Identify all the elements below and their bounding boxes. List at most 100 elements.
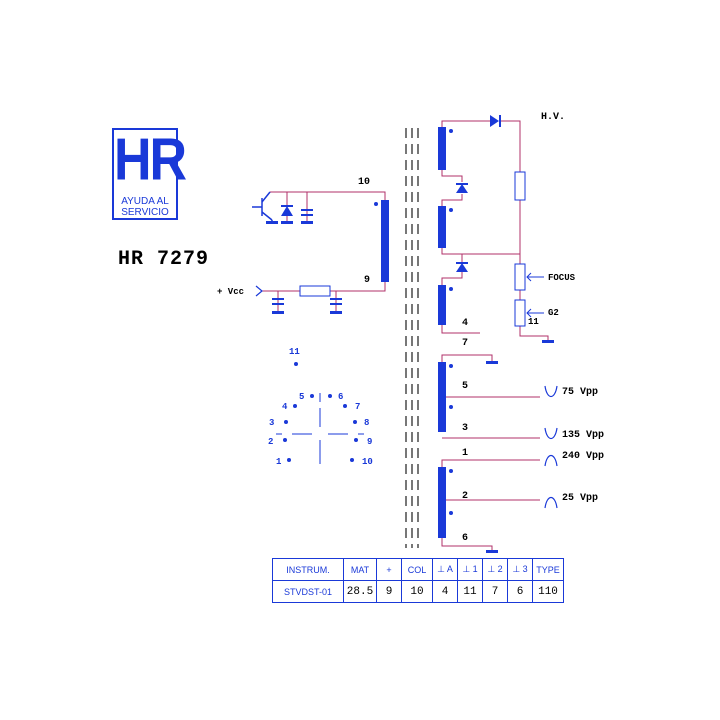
- g2-arrow: [526, 308, 544, 318]
- spec-header-plus: +: [376, 558, 402, 581]
- primary-dot: [374, 202, 378, 206]
- capacitor-ground: [301, 221, 313, 224]
- socket-pin-7: 7: [355, 402, 360, 412]
- spec-header-col: COL: [401, 558, 433, 581]
- socket-pin-3: 3: [269, 418, 274, 428]
- spec-header-ground-2: ⊥ 2: [482, 558, 508, 581]
- dot-1-6-a: [449, 469, 453, 473]
- lower-wiring: [441, 354, 540, 551]
- socket-pin-4: 4: [282, 402, 288, 412]
- pin9-label: 9: [364, 275, 370, 286]
- pulse-75-label: 75 Vpp: [562, 387, 598, 398]
- hv-dot-3: [449, 287, 453, 291]
- dot-1-6-b: [449, 511, 453, 515]
- spec-header-type: TYPE: [532, 558, 564, 581]
- spec-value-ground-3: 6: [507, 580, 533, 603]
- transistor-symbol: [252, 191, 273, 222]
- focus-arrow: [526, 272, 544, 282]
- spec-value-ground-2: 7: [482, 580, 508, 603]
- hv-winding-3: [438, 285, 446, 325]
- bleeder-resistor: [514, 171, 526, 201]
- g2-label: G2: [548, 308, 559, 318]
- ground-lower: [486, 550, 498, 553]
- socket-pin-11: 11: [289, 347, 300, 357]
- socket-pins: [283, 362, 358, 462]
- hv-wiring: [441, 120, 549, 340]
- spec-header-instrum: INSTRUM.: [272, 558, 344, 581]
- spec-value-instrum: STVDST-01: [272, 580, 344, 603]
- socket-pin-10: 10: [362, 457, 373, 467]
- focus-label: FOCUS: [548, 273, 576, 283]
- pulse-symbols: [544, 385, 558, 509]
- pulse-240-label: 240 Vpp: [562, 451, 604, 462]
- pin4-label: 4: [462, 318, 468, 329]
- spec-value-col: 10: [401, 580, 433, 603]
- pin5-label: 5: [462, 381, 468, 392]
- pin1-label: 1: [462, 448, 468, 459]
- hv-label: H.V.: [541, 112, 565, 123]
- socket-pin-2: 2: [268, 437, 273, 447]
- logo-line1: AYUDA AL: [121, 196, 169, 207]
- focus-resistor: [514, 263, 526, 291]
- socket-pin-9: 9: [367, 437, 372, 447]
- socket-pin-6: 6: [338, 392, 343, 402]
- dot-5-3-b: [449, 405, 453, 409]
- socket-crosshair: [276, 393, 364, 464]
- pin10-label: 10: [358, 177, 370, 188]
- spec-value-row: STVDST-01 28.5 9 10 4 11 7 6 110: [272, 580, 564, 603]
- logo-line2: SERVICIO: [121, 207, 169, 218]
- vcc-ground-2: [330, 311, 342, 314]
- pin6-label: 6: [462, 533, 468, 544]
- spec-value-ground-1: 11: [457, 580, 483, 603]
- model-number: HR 7279: [118, 248, 210, 271]
- spec-header-mat: MAT: [343, 558, 377, 581]
- pin7-label: 7: [462, 338, 468, 349]
- spec-table: INSTRUM. MAT + COL ⊥ A ⊥ 1 ⊥ 2 ⊥ 3 TYPE …: [272, 558, 564, 603]
- pin11-label-hv: 11: [528, 317, 539, 327]
- pin3-label: 3: [462, 423, 468, 434]
- primary-winding: [381, 200, 389, 282]
- pulse-135-label: 135 Vpp: [562, 430, 604, 441]
- logo-mark: HR: [114, 126, 187, 194]
- vcc-label: + Vcc: [217, 287, 244, 297]
- hv-diode-2: [456, 184, 468, 193]
- transformer-core: [405, 128, 419, 548]
- g2-resistor: [514, 299, 526, 327]
- spec-header-ground-3: ⊥ 3: [507, 558, 533, 581]
- spec-value-type: 110: [532, 580, 564, 603]
- pin2-label: 2: [462, 491, 468, 502]
- spec-value-plus: 9: [376, 580, 402, 603]
- spec-value-mat: 28.5: [343, 580, 377, 603]
- socket-pin-8: 8: [364, 418, 369, 428]
- spec-header-row: INSTRUM. MAT + COL ⊥ A ⊥ 1 ⊥ 2 ⊥ 3 TYPE: [272, 558, 564, 581]
- transistor-ground: [266, 221, 278, 224]
- winding-5-3: [438, 362, 446, 432]
- hv-diode-3: [456, 263, 468, 272]
- hv-dot-2: [449, 208, 453, 212]
- vcc-resistor: [299, 285, 331, 297]
- hr-logo: HR AYUDA AL SERVICIO: [112, 126, 187, 220]
- vcc-ground-1: [272, 311, 284, 314]
- spec-value-ground-a: 4: [432, 580, 458, 603]
- socket-pin-labels: 11 1 2 3 4 5 6 7 8 9 10: [268, 347, 373, 467]
- hv-ground: [542, 340, 554, 343]
- socket-pin-5: 5: [299, 392, 304, 402]
- vcc-capacitors: [272, 298, 342, 305]
- primary-circuit: [262, 191, 386, 312]
- hv-dot-1: [449, 129, 453, 133]
- hv-winding-1: [438, 127, 446, 170]
- spec-header-ground-1: ⊥ 1: [457, 558, 483, 581]
- damper-diode: [281, 205, 293, 224]
- vcc-arrow: [255, 285, 263, 297]
- hv-diode: [490, 115, 501, 127]
- retrace-capacitor: [301, 209, 313, 216]
- spec-header-ground-a: ⊥ A: [432, 558, 458, 581]
- hv-winding-2: [438, 206, 446, 248]
- socket-pin-1: 1: [276, 457, 282, 467]
- dot-5-3-a: [449, 364, 453, 368]
- winding-1-6: [438, 467, 446, 538]
- pulse-25-label: 25 Vpp: [562, 493, 598, 504]
- ground-upper: [486, 361, 498, 364]
